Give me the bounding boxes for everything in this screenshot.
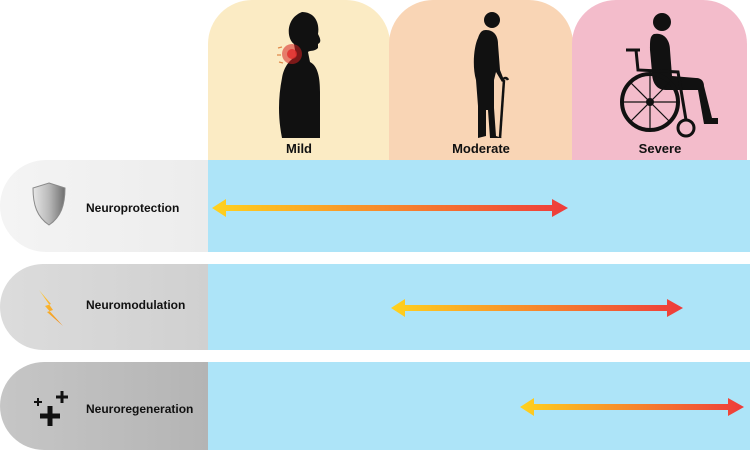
stage-label-moderate: Moderate <box>452 141 510 156</box>
plus-signs-icon <box>34 391 68 426</box>
arrow-neuroprotection <box>212 199 568 217</box>
arrow-neuromodulation <box>391 299 683 317</box>
arrow-neuroregeneration <box>520 398 744 416</box>
row-label-neuromodulation: Neuromodulation <box>86 298 186 312</box>
moderate-person-with-cane-icon <box>473 12 510 139</box>
stage-label-severe: Severe <box>638 141 682 156</box>
mild-person-icon <box>277 12 321 138</box>
row-label-neuroregeneration: Neuroregeneration <box>86 402 194 416</box>
stage-label-mild: Mild <box>286 141 312 156</box>
row-tab-neuroregeneration <box>0 362 210 450</box>
severe-person-wheelchair-icon <box>620 13 718 138</box>
lightning-icon <box>39 290 63 326</box>
row-tab-neuromodulation <box>0 264 210 350</box>
shield-icon <box>32 182 66 226</box>
row-label-neuroprotection: Neuroprotection <box>86 201 180 215</box>
